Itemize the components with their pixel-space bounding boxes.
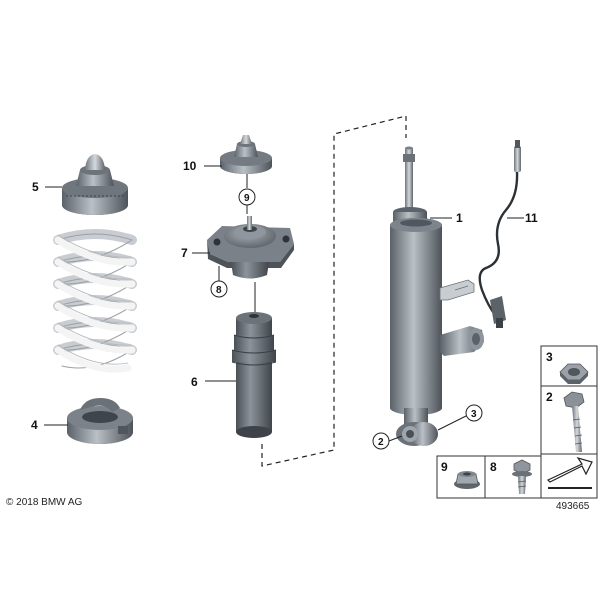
callout-4: 4 — [31, 418, 38, 432]
lower-spring-seat — [67, 398, 133, 444]
top-mount — [207, 216, 294, 279]
copyright-text: © 2018 BMW AG — [6, 497, 83, 508]
callout-1: 1 — [456, 211, 463, 225]
side-parts-panel — [540, 345, 598, 455]
coil-spring — [53, 229, 137, 373]
flange-nut-icon — [454, 471, 480, 489]
bottom-panel-label-middle: 8 — [490, 460, 497, 474]
bottom-panel-label-left: 9 — [441, 460, 448, 474]
bottom-parts-panel — [436, 453, 598, 499]
shock-absorber — [390, 146, 484, 446]
callout-8: 8 — [216, 285, 222, 296]
dust-boot — [231, 312, 277, 438]
callout-9-circle — [238, 188, 256, 206]
upper-spring-seat — [62, 154, 128, 215]
nut-icon — [559, 363, 589, 384]
leader-3 — [437, 415, 467, 431]
top-cap — [220, 135, 272, 174]
flange-bolt-icon — [512, 459, 532, 494]
callout-3-circle — [465, 404, 483, 422]
callout-5: 5 — [32, 180, 39, 194]
callout-10: 10 — [183, 159, 197, 173]
direction-arrow-icon — [546, 456, 593, 489]
callout-2: 2 — [378, 437, 384, 448]
callout-3: 3 — [471, 409, 477, 420]
callout-6: 6 — [191, 375, 198, 389]
side-panel-label-top: 3 — [546, 350, 553, 364]
assembly-dashed-line — [261, 115, 407, 467]
callout-8-circle — [210, 280, 228, 298]
callout-9: 9 — [244, 193, 250, 204]
diagram-number: 493665 — [556, 501, 590, 512]
side-panel-label-middle: 2 — [546, 390, 553, 404]
sensor-cable — [478, 140, 521, 328]
bolt-icon — [563, 391, 585, 452]
callout-11: 11 — [525, 211, 538, 225]
callout-7: 7 — [181, 246, 188, 260]
leader-2 — [388, 435, 403, 442]
